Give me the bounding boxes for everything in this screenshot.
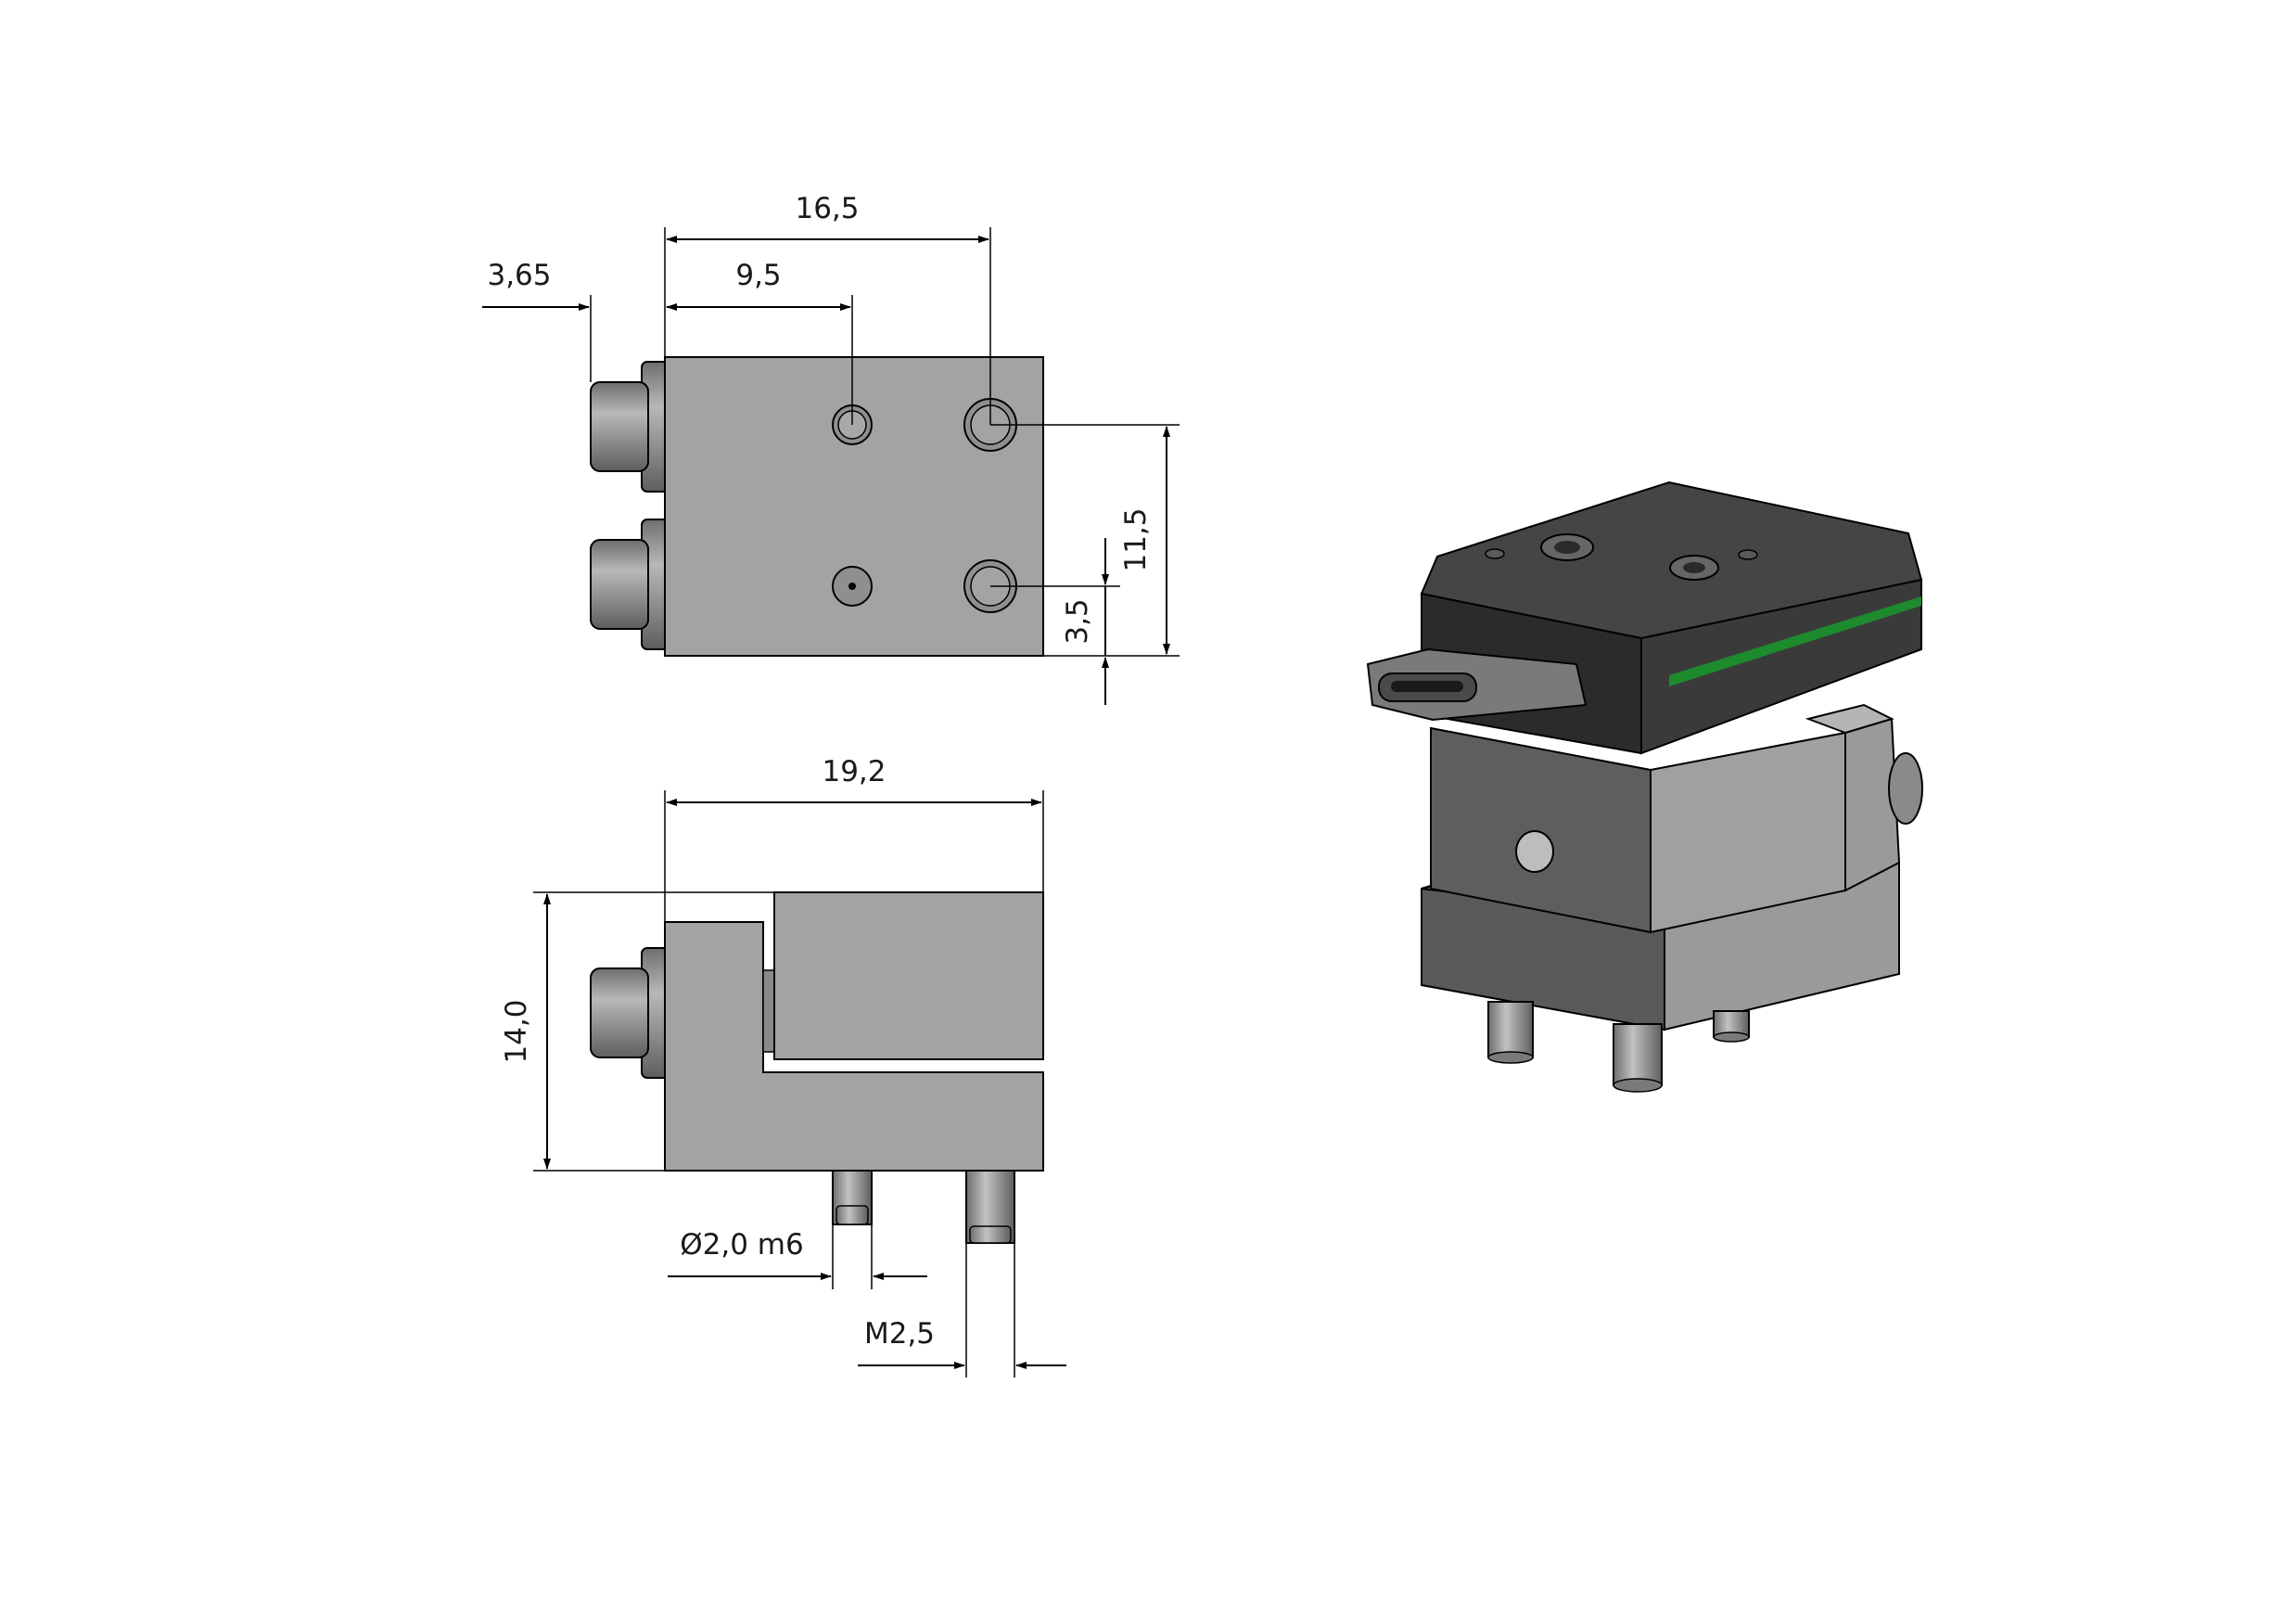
left-pin-lower [590, 519, 670, 650]
pin-d2 [832, 1170, 873, 1225]
dim-3-65-label: 3,65 [487, 259, 551, 292]
dim-3-5: 3,5 [990, 538, 1120, 705]
gripper-module-3d-icon [1366, 480, 1923, 1093]
dim-16-5-label: 16,5 [795, 192, 859, 225]
dim-19-2-label: 19,2 [822, 755, 886, 788]
side-view: 19,2 14,0 Ø2,0 m6 M2,5 [500, 755, 1066, 1377]
left-pin-upper [590, 361, 670, 493]
dim-9-5: 9,5 [666, 259, 853, 425]
dim-14-0-label: 14,0 [500, 999, 533, 1063]
small-hole-lower [832, 566, 873, 607]
side-pin-left [590, 947, 670, 1079]
dim-3-5-label: 3,5 [1061, 598, 1094, 644]
dim-14-0: 14,0 [500, 891, 774, 1172]
dim-19-2: 19,2 [664, 755, 1044, 922]
pin-m2-5 [965, 1170, 1015, 1244]
dim-pin-diameter: Ø2,0 m6 [668, 1224, 927, 1289]
upper-block [773, 891, 1044, 1060]
dim-11-5-label: 11,5 [1119, 507, 1153, 571]
dim-3-65: 3,65 [482, 259, 733, 382]
dim-thread: M2,5 [858, 1243, 1066, 1377]
top-view: 16,5 9,5 3,65 11,5 3,5 [482, 192, 1180, 705]
dim-thread-label: M2,5 [864, 1317, 935, 1351]
dim-11-5: 11,5 [990, 424, 1180, 657]
spacer [762, 969, 775, 1053]
dim-9-5-label: 9,5 [735, 259, 781, 292]
dim-pin-diameter-label: Ø2,0 m6 [680, 1228, 803, 1262]
dim-16-5: 16,5 [664, 192, 991, 425]
